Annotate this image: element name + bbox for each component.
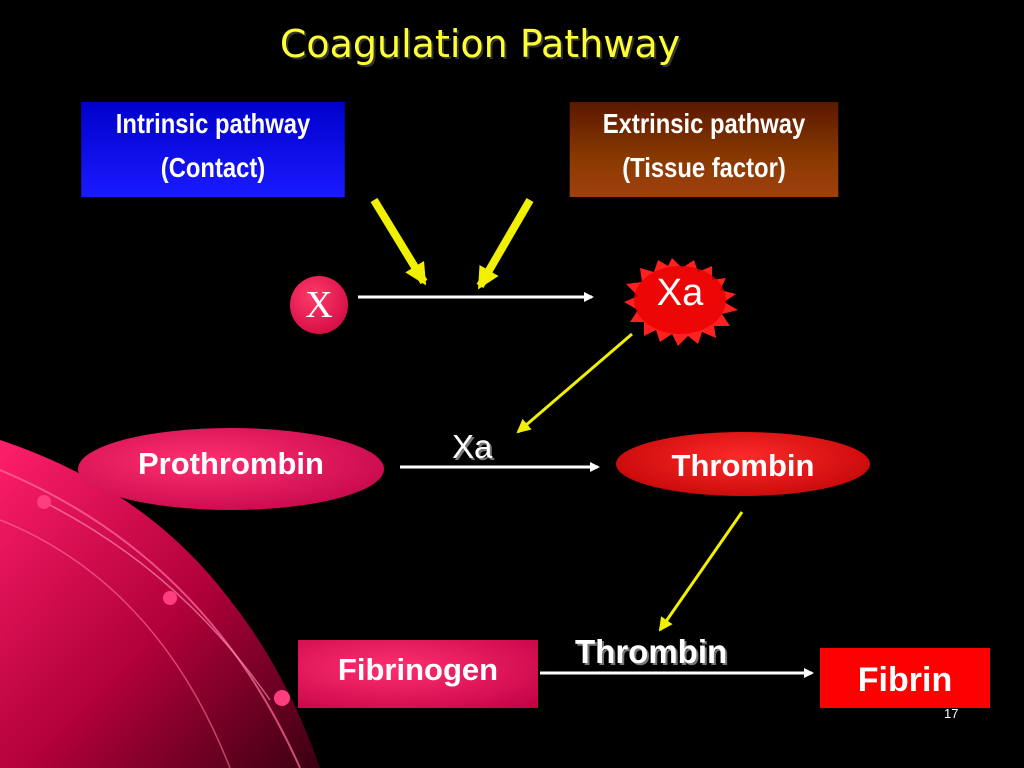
extrinsic-activation-arrow — [476, 197, 534, 290]
extrinsic-pathway-box: Extrinsic pathway (Tissue factor) — [569, 102, 839, 197]
fibrin-node: Fibrin — [820, 648, 990, 708]
intrinsic-activation-arrow — [370, 197, 428, 286]
extrinsic-pathway-label: Extrinsic pathway — [602, 108, 806, 139]
prothrombin-node: Prothrombin — [78, 428, 384, 510]
extrinsic-pathway-sublabel: (Tissue factor) — [622, 152, 786, 183]
thrombin-catalyst-label: Thrombin — [575, 633, 728, 670]
page-number: 17 — [944, 706, 959, 721]
intrinsic-pathway-box: Intrinsic pathway (Contact) — [81, 102, 345, 197]
fibrinogen-node: Fibrinogen — [298, 640, 538, 708]
intrinsic-pathway-label: Intrinsic pathway — [115, 108, 311, 139]
factor-xa-node: Xa — [656, 272, 704, 314]
factor-x-node: X — [290, 276, 348, 334]
page-title: Coagulation Pathway — [279, 22, 681, 66]
xa-catalyst-arrow — [516, 332, 633, 434]
xa-catalyst-label: Xa — [452, 428, 493, 465]
intrinsic-pathway-sublabel: (Contact) — [160, 152, 266, 183]
thrombin-node: Thrombin — [616, 432, 870, 496]
thrombin-catalyst-arrow — [658, 511, 744, 632]
